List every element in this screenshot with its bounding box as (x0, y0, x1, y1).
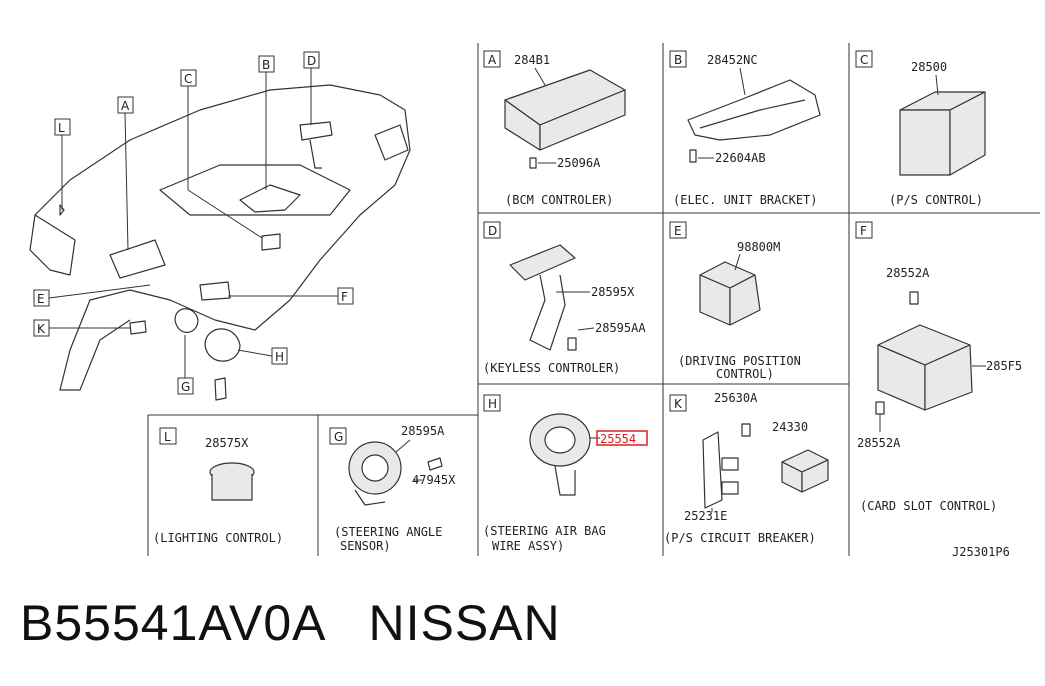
panel-key: F (860, 224, 867, 238)
part-label: 22604AB (715, 151, 766, 165)
bracket-shape (687, 79, 821, 141)
panel-C: C 28500 (P/S CONTROL) (855, 50, 986, 207)
highlight-box (596, 430, 648, 446)
panel-key: B (674, 53, 682, 67)
part-label: 28500 (911, 60, 947, 74)
part-label: 28552A (886, 266, 930, 280)
callout-A: A (121, 99, 130, 113)
brand-name: NISSAN (368, 595, 561, 651)
part-label-highlighted[interactable]: 25554 (600, 432, 636, 446)
panel-caption: (P/S CIRCUIT BREAKER) (664, 531, 816, 545)
panel-B: B 28452NC 22604AB (ELEC. UNIT BRACKET) (669, 50, 821, 207)
panel-caption: (BCM CONTROLER) (505, 193, 613, 207)
callout-L: L (58, 121, 65, 135)
panel-H: H 25554 (STEERING AIR BAG WIRE ASSY) (483, 394, 648, 553)
dashboard-overview (29, 84, 411, 401)
panel-caption: SENSOR) (340, 539, 391, 553)
panel-E: E 98800M (DRIVING POSITION CONTROL) (669, 221, 801, 381)
panel-key: H (488, 397, 497, 411)
panel-grid (147, 43, 1040, 556)
panel-key: D (488, 224, 497, 238)
panel-key: A (488, 53, 497, 67)
overview-callouts: L A C B D E F K G H (33, 51, 354, 395)
panel-K: K 25630A 24330 25231E (P/S CIRCUIT BREAK… (664, 391, 829, 545)
part-label: 47945X (412, 473, 456, 487)
part-label: 285F5 (986, 359, 1022, 373)
part-label: 25630A (714, 391, 758, 405)
part-number: B55541AV0A (20, 595, 324, 651)
part-label: 28452NC (707, 53, 758, 67)
part-label: 24330 (772, 420, 808, 434)
panel-caption: (KEYLESS CONTROLER) (483, 361, 620, 375)
panel-caption: (CARD SLOT CONTROL) (860, 499, 997, 513)
diagram-code: J25301P6 (952, 545, 1010, 559)
panel-key: L (164, 430, 171, 444)
panel-key: E (674, 224, 682, 238)
part-label: 25231E (684, 509, 727, 523)
panel-caption: (STEERING AIR BAG (483, 524, 606, 538)
part-label: 28595AA (595, 321, 646, 335)
panel-key: G (334, 430, 343, 444)
callout-F: F (341, 290, 348, 304)
callout-B: B (262, 58, 270, 72)
panel-caption: (ELEC. UNIT BRACKET) (673, 193, 818, 207)
part-label: 98800M (737, 240, 780, 254)
panel-A: A 284B1 25096A (BCM CONTROLER) (483, 50, 626, 207)
part-label: 28595X (591, 285, 635, 299)
panel-caption: WIRE ASSY) (492, 539, 564, 553)
part-label: 28575X (205, 436, 249, 450)
part-label: 25096A (557, 156, 601, 170)
panel-caption: (DRIVING POSITION (678, 354, 801, 368)
panel-caption: (LIGHTING CONTROL) (153, 531, 283, 545)
panel-F: F 28552A 285F5 28552A (CARD SLOT CONTROL… (855, 221, 1022, 513)
panel-D: D 28595X 28595AA (KEYLESS CONTROLER) (483, 221, 646, 375)
panel-key: C (860, 53, 868, 67)
callout-E: E (37, 292, 45, 306)
callout-H: H (275, 350, 284, 364)
callout-G: G (181, 380, 190, 394)
callout-C: C (184, 72, 192, 86)
panel-caption: (STEERING ANGLE (334, 525, 442, 539)
panel-caption: (P/S CONTROL) (889, 193, 983, 207)
panel-L: L 28575X (LIGHTING CONTROL) (153, 427, 283, 545)
part-label: 28552A (857, 436, 901, 450)
panel-G: G 28595A 47945X (STEERING ANGLE SENSOR) (329, 424, 456, 553)
panel-key: K (674, 397, 683, 411)
panel-caption: CONTROL) (716, 367, 774, 381)
part-label: 284B1 (514, 53, 550, 67)
footer: B55541AV0A NISSAN (20, 594, 561, 652)
callout-D: D (307, 54, 316, 68)
part-label: 28595A (401, 424, 445, 438)
callout-K: K (37, 322, 46, 336)
